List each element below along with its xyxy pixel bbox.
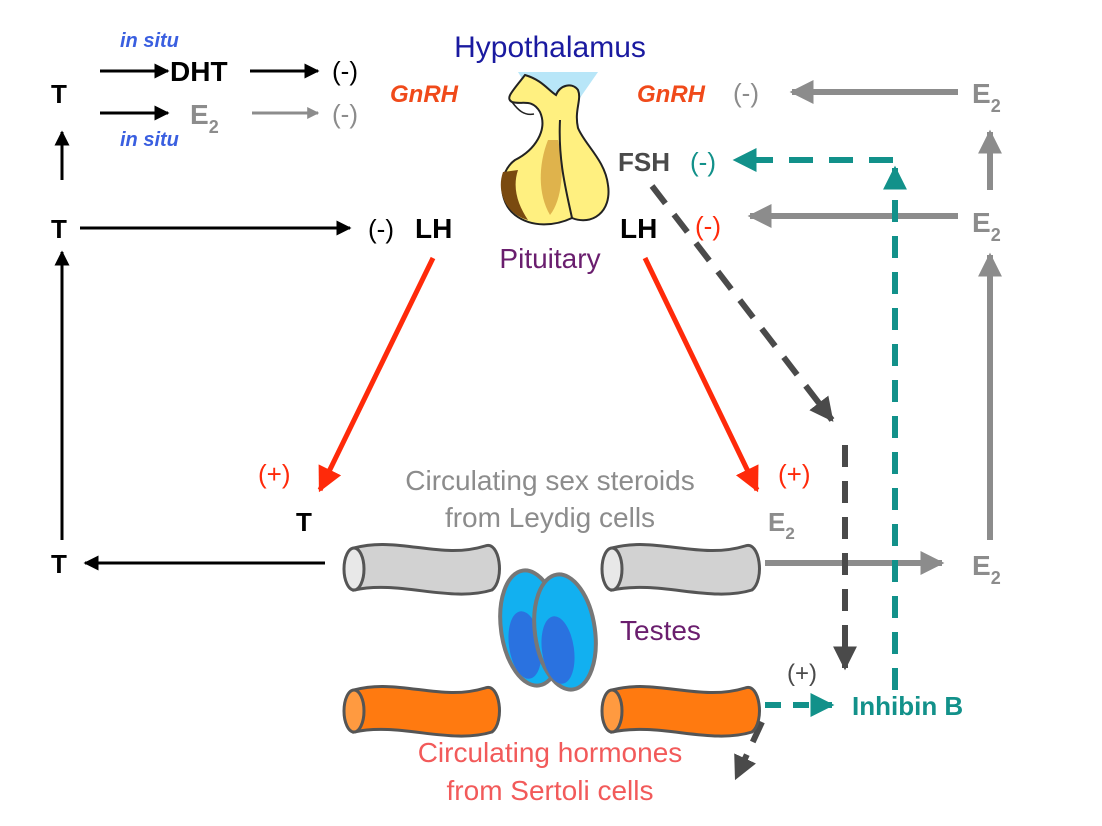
- neg-gnrh-right-label: (-): [733, 78, 759, 108]
- gland-shadow-left: [500, 170, 528, 220]
- neg-e2-left-label: (-): [332, 99, 358, 129]
- e2-testes-label: E2: [768, 507, 795, 543]
- hypothalamus-label: Hypothalamus: [454, 31, 646, 64]
- leydig-caption-line2: from Leydig cells: [445, 502, 655, 533]
- e2-right-mid-label: E2: [972, 207, 1001, 245]
- neg-t-lh-label: (-): [368, 214, 394, 244]
- arrow-sertoli-out: [733, 720, 765, 781]
- leydig-tubule-right: [600, 543, 761, 596]
- t-testes-label: T: [296, 507, 312, 537]
- sertoli-tubule-left: [342, 685, 501, 738]
- diagram-labels: Hypothalamus Pituitary GnRH GnRH in situ…: [51, 30, 1001, 806]
- pos-inhibin-label: (+): [787, 660, 817, 687]
- dht-label: DHT: [170, 56, 228, 87]
- leydig-tubule-left: [342, 543, 501, 596]
- e2-right-bottom-label: E2: [972, 550, 1001, 588]
- neg-fsh-label: (-): [690, 147, 716, 177]
- pos-right-label: (+): [778, 459, 811, 489]
- t-bottom-label: T: [51, 549, 67, 579]
- e2-left-label: E2: [190, 99, 219, 137]
- right-gray-arrows: [747, 80, 1002, 575]
- pituitary-gland-illustration: [500, 72, 610, 226]
- pos-left-label: (+): [258, 459, 291, 489]
- gland-divider: [558, 119, 573, 219]
- fsh-label: FSH: [618, 147, 670, 177]
- in-situ-bottom-label: in situ: [120, 129, 179, 151]
- testes-illustration: [498, 568, 598, 692]
- in-situ-top-label: in situ: [120, 30, 179, 52]
- lh-right-label: LH: [620, 213, 657, 244]
- inhibin-b-label: Inhibin B: [852, 691, 963, 721]
- gnrh-left-label: GnRH: [390, 81, 459, 108]
- pituitary-label: Pituitary: [499, 243, 600, 274]
- arrow-fsh-down: [649, 184, 835, 422]
- neg-lh-right-label: (-): [695, 211, 721, 241]
- arrow-lh-to-e2: [642, 256, 760, 493]
- sertoli-caption-line2: from Sertoli cells: [447, 775, 654, 806]
- gland-detail: [511, 101, 535, 116]
- fsh-dashed-arrows: [649, 184, 857, 781]
- leydig-caption-line1: Circulating sex steroids: [405, 465, 694, 496]
- lh-left-label: LH: [415, 213, 452, 244]
- t-mid-label: T: [51, 214, 67, 244]
- left-black-arrows: [54, 63, 352, 571]
- gland-shadow-center: [540, 140, 562, 215]
- inhibin-dashed-arrows: [732, 148, 907, 717]
- arrow-lh-to-t: [317, 256, 436, 493]
- gnrh-right-label: GnRH: [637, 81, 706, 108]
- t-top-label: T: [51, 79, 67, 109]
- sertoli-caption-line1: Circulating hormones: [418, 737, 683, 768]
- testes-label: Testes: [620, 615, 701, 646]
- e2-right-top-label: E2: [972, 78, 1001, 116]
- sertoli-tubule-right: [600, 685, 761, 738]
- neg-dht-label: (-): [332, 56, 358, 86]
